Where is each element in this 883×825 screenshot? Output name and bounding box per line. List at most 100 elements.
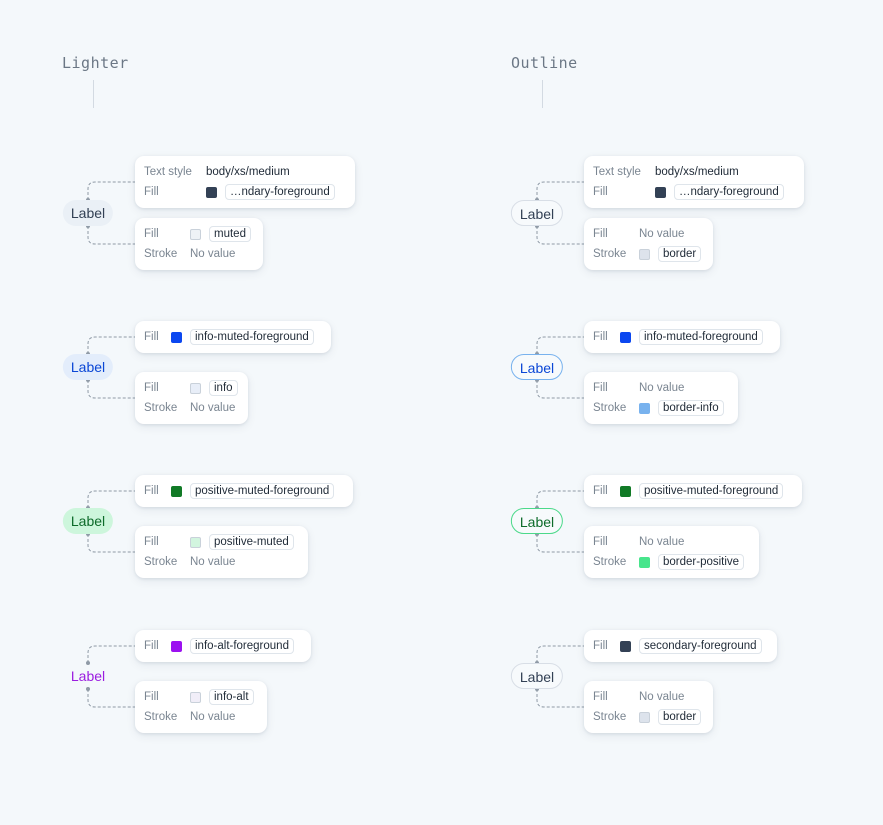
property-row: Stroke No value: [144, 707, 258, 727]
property-row: Fill positive-muted-foreground: [593, 481, 793, 501]
stroke-value: No value: [190, 711, 236, 723]
spec-card-top-lighter-4: Fill info-alt-foreground: [135, 630, 311, 662]
property-row: Fill info-muted-foreground: [144, 327, 322, 347]
stroke-label: Stroke: [593, 556, 627, 568]
fill-label: Fill: [593, 382, 608, 394]
fill-label: Fill: [593, 228, 608, 240]
stroke-swatch: [639, 248, 650, 260]
connector-line: [536, 336, 584, 354]
stroke-token-chip: border-info: [658, 400, 724, 416]
stroke-label: Stroke: [144, 711, 178, 723]
spec-card-top-outline-2: Fill info-muted-foreground: [584, 321, 780, 353]
fill-swatch: [171, 485, 182, 497]
property-row: Fill …ndary-foreground: [144, 182, 346, 202]
fill-swatch: [620, 640, 631, 652]
connector-line: [87, 490, 135, 508]
badge-lighter-3: Label: [62, 508, 114, 534]
connector-line: [87, 226, 135, 245]
stroke-label: Stroke: [593, 248, 627, 260]
badge-outline-4: Label: [510, 663, 564, 689]
badge-outline-1: Label: [510, 200, 564, 226]
property-row: Fill info-alt-foreground: [144, 636, 302, 656]
badge-lighter-1: Label: [62, 200, 114, 226]
badge-outline-2: Label: [510, 354, 564, 380]
fill-label: Fill: [144, 186, 159, 198]
column-divider-lighter: [93, 80, 94, 108]
fill-label: Fill: [144, 536, 159, 548]
fill-value: No value: [639, 536, 685, 548]
connector-line: [87, 181, 135, 200]
connector-line: [87, 689, 135, 708]
text-style-value: body/xs/medium: [655, 166, 739, 178]
fill-token-chip: info-alt: [209, 689, 254, 705]
property-row: Fill No value: [593, 378, 729, 398]
property-row: Fill…ndary-foreground: [593, 182, 795, 202]
fill-label: Fill: [144, 691, 159, 703]
connector-line: [536, 645, 584, 663]
fill-label: Fill: [144, 382, 159, 394]
spec-card-top-lighter-2: Fill info-muted-foreground: [135, 321, 331, 353]
column-divider-outline: [542, 80, 543, 108]
fill-swatch: [190, 536, 201, 548]
connector-line: [87, 645, 135, 663]
fill-label: Fill: [593, 331, 608, 343]
fill-value: No value: [639, 382, 685, 394]
fill-label: Fill: [144, 640, 159, 652]
fill-label: Fill: [144, 228, 159, 240]
stroke-label: Stroke: [144, 248, 178, 260]
badge-lighter-2: Label: [62, 354, 114, 380]
stroke-token-chip: border-positive: [658, 554, 745, 570]
fill-label: Fill: [144, 331, 159, 343]
fill-token-chip: …ndary-foreground: [225, 184, 335, 200]
fill-value: No value: [639, 228, 685, 240]
fill-token-chip: positive-muted-foreground: [639, 483, 784, 499]
property-row: Fill info-alt: [144, 687, 258, 707]
stroke-swatch: [639, 711, 650, 723]
property-row: Fill No value: [593, 532, 750, 552]
fill-label: Fill: [144, 485, 159, 497]
property-row: Fill muted: [144, 224, 254, 244]
fill-label: Fill: [593, 536, 608, 548]
property-row: Fill No value: [593, 224, 704, 244]
fill-swatch: [190, 382, 201, 394]
column-title-outline: Outline: [511, 54, 578, 72]
stroke-token-chip: border: [658, 709, 702, 725]
fill-token-chip: info-muted-foreground: [639, 329, 763, 345]
fill-label: Fill: [593, 186, 608, 198]
fill-value: No value: [639, 691, 685, 703]
stroke-label: Stroke: [593, 402, 627, 414]
fill-token-chip: info-alt-foreground: [190, 638, 294, 654]
fill-label: Fill: [593, 485, 608, 497]
fill-swatch: [190, 691, 201, 703]
connector-line: [536, 226, 584, 245]
stroke-swatch: [639, 402, 650, 414]
badge-outline-3: Label: [510, 508, 564, 534]
fill-label: Fill: [593, 691, 608, 703]
fill-token-chip: info-muted-foreground: [190, 329, 314, 345]
text-style-value: body/xs/medium: [206, 166, 290, 178]
spec-card-top-outline-3: Fill positive-muted-foreground: [584, 475, 802, 507]
connector-line: [536, 689, 584, 708]
connector-line: [536, 380, 584, 399]
property-row: Stroke No value: [144, 244, 254, 264]
stroke-value: No value: [190, 402, 236, 414]
fill-swatch: [171, 640, 182, 652]
fill-swatch: [620, 331, 631, 343]
stroke-value: No value: [190, 248, 236, 260]
fill-token-chip: positive-muted: [209, 534, 294, 550]
property-row: Fill info-muted-foreground: [593, 327, 771, 347]
fill-token-chip: muted: [209, 226, 251, 242]
